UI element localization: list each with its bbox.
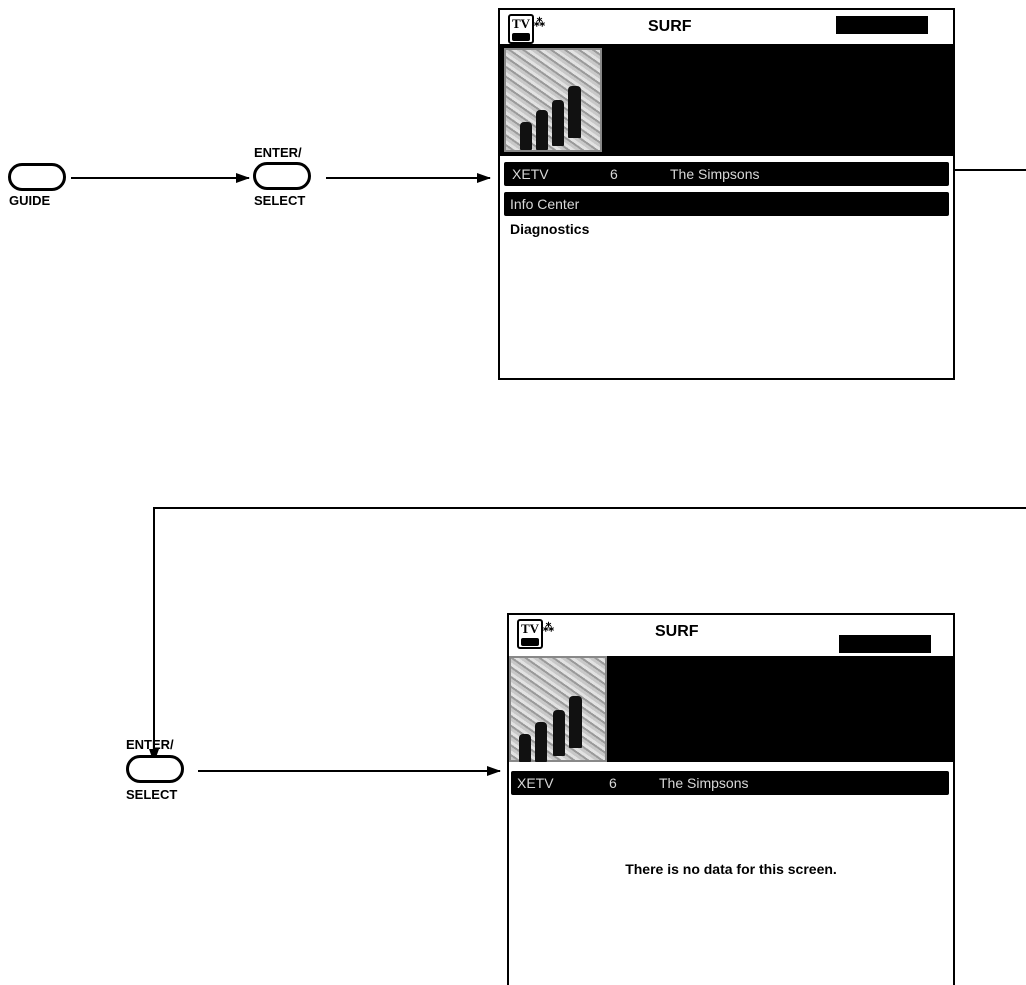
menu-item-info-center[interactable]: Info Center: [504, 192, 949, 216]
channel-number: 6: [609, 771, 617, 795]
enter-button-bottom-label: SELECT: [126, 787, 177, 802]
channel-call-sign: XETV: [517, 771, 554, 795]
enter-button-top-label: ENTER/: [126, 737, 174, 752]
time-display: [836, 16, 928, 34]
enter-select-button[interactable]: [126, 755, 184, 783]
menu-item-diagnostics[interactable]: Diagnostics: [510, 221, 589, 237]
no-data-message: There is no data for this screen.: [509, 861, 953, 877]
guide-button-label: GUIDE: [9, 193, 50, 208]
channel-call-sign: XETV: [512, 162, 549, 186]
tv-screen-no-data: TV ⁂ SURF XETV 6 The Simpsons There is n…: [507, 613, 955, 985]
enter-button-bottom-label: SELECT: [254, 193, 305, 208]
program-title: The Simpsons: [659, 771, 748, 795]
channel-info-bar: XETV 6 The Simpsons: [504, 162, 949, 186]
time-display: [839, 635, 931, 653]
program-title: The Simpsons: [670, 162, 759, 186]
logo-antenna-icon: ⁂: [543, 621, 554, 634]
screen-title: SURF: [655, 623, 699, 641]
program-thumbnail: [509, 656, 607, 762]
channel-number: 6: [610, 162, 618, 186]
channel-info-bar: XETV 6 The Simpsons: [511, 771, 949, 795]
guide-button[interactable]: [8, 163, 66, 191]
tv-screen-menu: TV ⁂ SURF XETV 6 The Simpsons Info Cente…: [498, 8, 955, 380]
screen-title: SURF: [648, 18, 692, 36]
program-thumbnail: [504, 48, 602, 152]
enter-button-top-label: ENTER/: [254, 145, 302, 160]
tv-guide-logo: TV: [517, 619, 543, 649]
enter-select-button[interactable]: [253, 162, 311, 190]
tv-guide-logo: TV: [508, 14, 534, 44]
logo-antenna-icon: ⁂: [534, 16, 545, 29]
